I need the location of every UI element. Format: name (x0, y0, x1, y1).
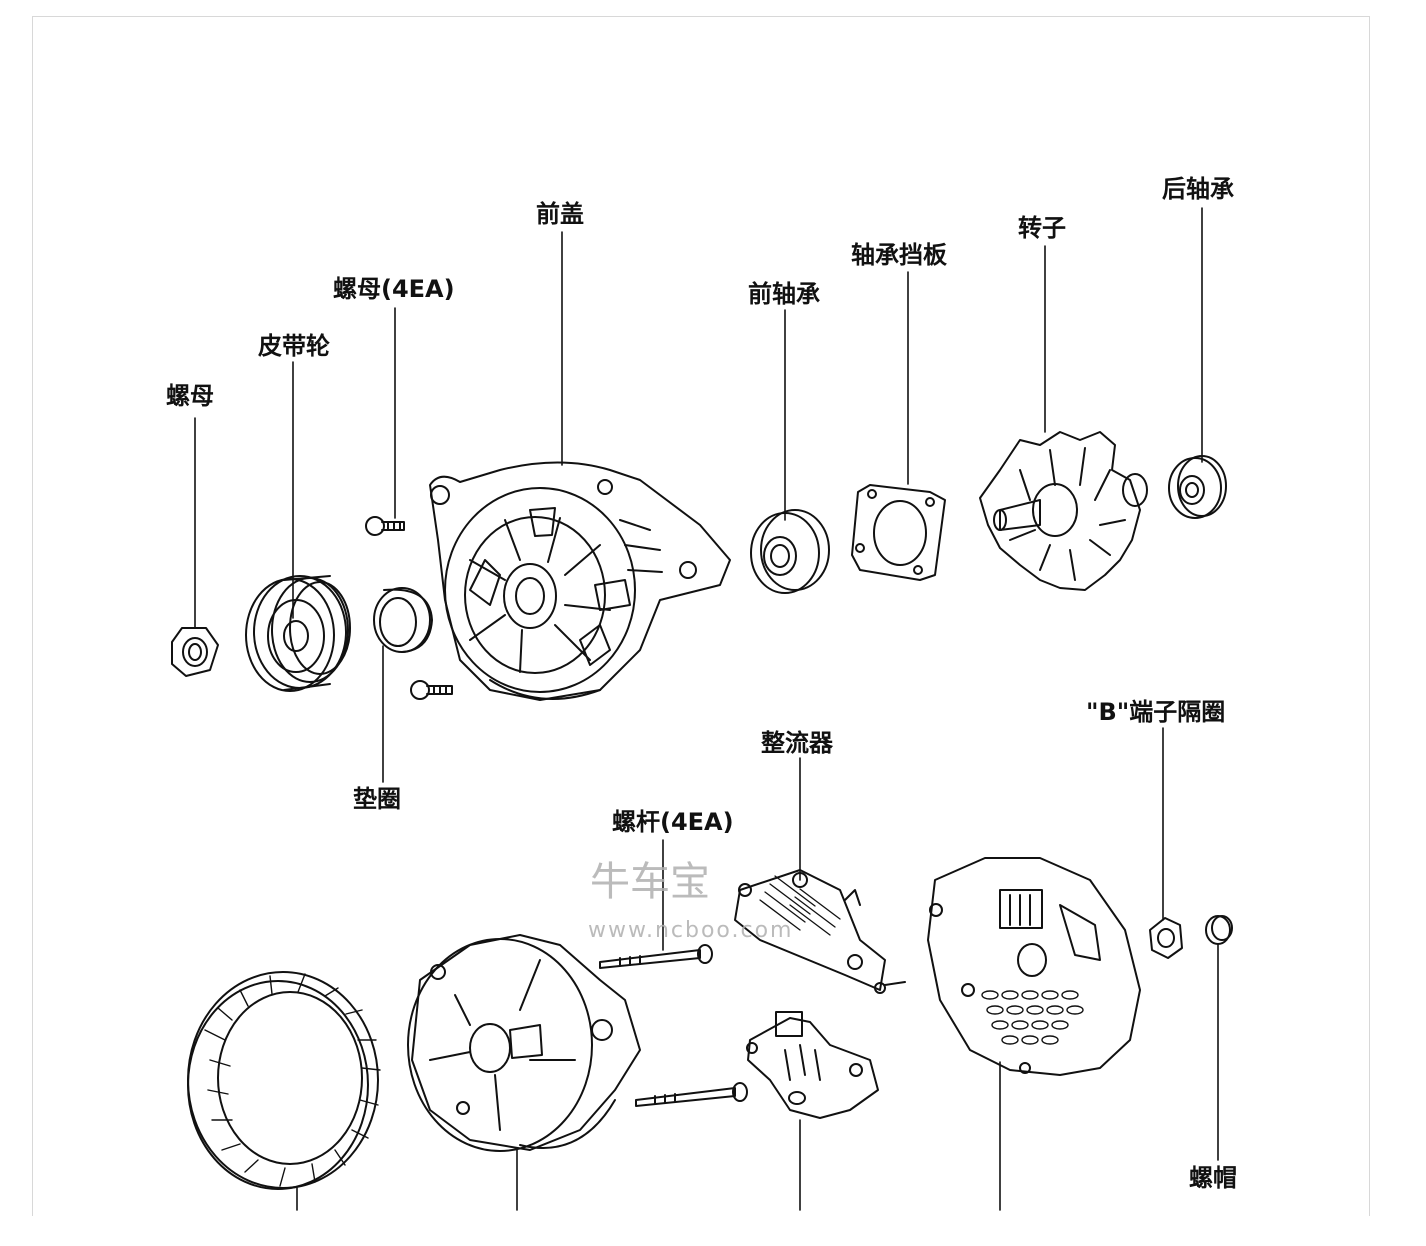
diagram-frame (32, 16, 1370, 1216)
label-nut-4ea: 螺母(4EA) (333, 275, 455, 303)
front-bearing-part (750, 509, 830, 594)
label-bolt-4ea: 螺杆(4EA) (612, 808, 734, 836)
label-front-bearing: 前轴承 (748, 280, 820, 308)
b-terminal-spacer-part (1149, 917, 1183, 959)
rear-bearing-part (1168, 455, 1227, 519)
label-washer: 垫圈 (353, 785, 401, 813)
pulley-part (245, 575, 351, 692)
screw-top-part (365, 516, 405, 536)
watermark-url: www.ncboo.com (588, 918, 794, 943)
through-bolt-upper-part (599, 944, 713, 969)
screw-bottom-part (410, 680, 453, 700)
leader-lines (194, 207, 1219, 1211)
watermark-brand: 牛车宝 (590, 859, 710, 905)
label-cap-nut: 螺帽 (1189, 1164, 1237, 1192)
label-pulley: 皮带轮 (258, 332, 330, 360)
cap-nut-part (1205, 915, 1233, 945)
rotor-part (979, 431, 1148, 591)
rectifier-part (734, 869, 906, 994)
through-bolt-lower-part (635, 1082, 748, 1107)
label-nut: 螺母 (166, 382, 214, 410)
label-front-cover: 前盖 (536, 200, 584, 228)
brush-holder-part (746, 1011, 879, 1119)
rear-cover-part (407, 934, 641, 1152)
rear-end-cover-part (927, 857, 1141, 1076)
label-bearing-retainer: 轴承挡板 (851, 241, 947, 269)
stator-part (187, 971, 381, 1190)
label-rotor: 转子 (1018, 214, 1066, 242)
bearing-retainer-part (851, 484, 946, 581)
nut-part (171, 627, 219, 677)
label-rectifier: 整流器 (761, 729, 833, 757)
label-b-terminal-spacer: "B"端子隔圈 (1086, 698, 1226, 726)
washer-part (373, 587, 433, 653)
front-cover-part (429, 461, 731, 701)
label-rear-bearing: 后轴承 (1162, 175, 1234, 203)
